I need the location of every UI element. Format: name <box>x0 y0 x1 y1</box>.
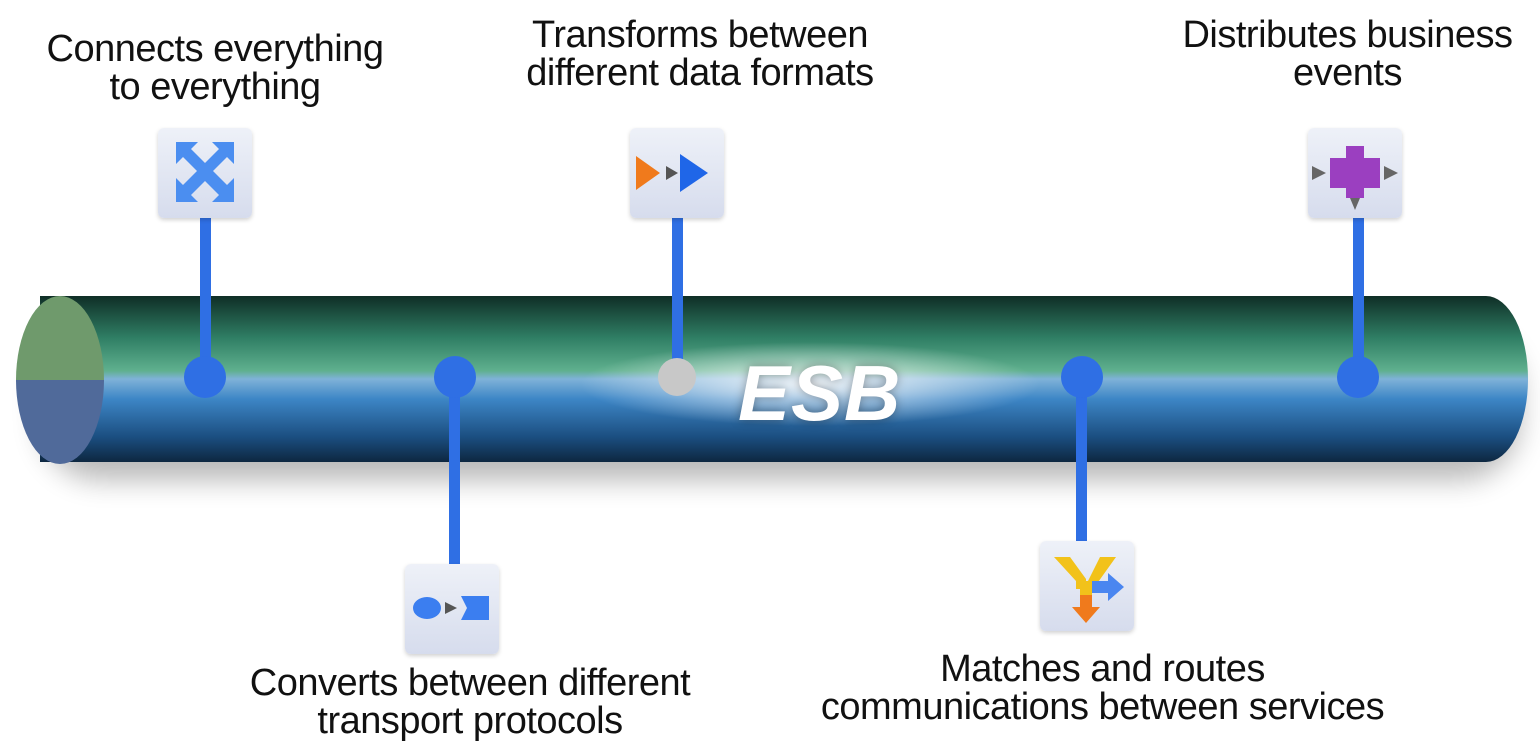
connector-3-node <box>658 358 696 396</box>
router-split-icon <box>1040 541 1134 631</box>
connector-1-node <box>184 356 226 398</box>
feature-label-transforms: Transforms between different data format… <box>526 14 874 94</box>
feature-label-distributes: Distributes business events <box>1182 14 1513 94</box>
connector-4-node <box>1061 356 1103 398</box>
transform-arrows-icon <box>630 128 724 218</box>
esb-title: ESB <box>738 349 902 437</box>
protocol-converter-icon <box>405 564 499 654</box>
pipe-left-opening-top <box>16 296 104 380</box>
cross-arrows-icon <box>158 128 252 218</box>
connector-1-stem <box>200 214 211 376</box>
pipe-right-cap <box>1444 296 1528 462</box>
event-distribution-icon <box>1308 128 1402 218</box>
connector-2-stem <box>449 378 460 568</box>
connector-2-node <box>434 356 476 398</box>
feature-label-routes: Matches and routes communications betwee… <box>820 648 1385 728</box>
pipe-left-opening-bottom <box>16 380 104 464</box>
pipe-glow <box>580 342 1040 426</box>
feature-label-connects: Connects everything to everything <box>46 28 384 108</box>
connector-5-node <box>1337 356 1379 398</box>
connector-3-stem <box>672 214 683 376</box>
connector-5-stem <box>1353 214 1364 376</box>
connector-4-stem <box>1076 378 1087 546</box>
feature-label-converts: Converts between different transport pro… <box>249 662 691 742</box>
